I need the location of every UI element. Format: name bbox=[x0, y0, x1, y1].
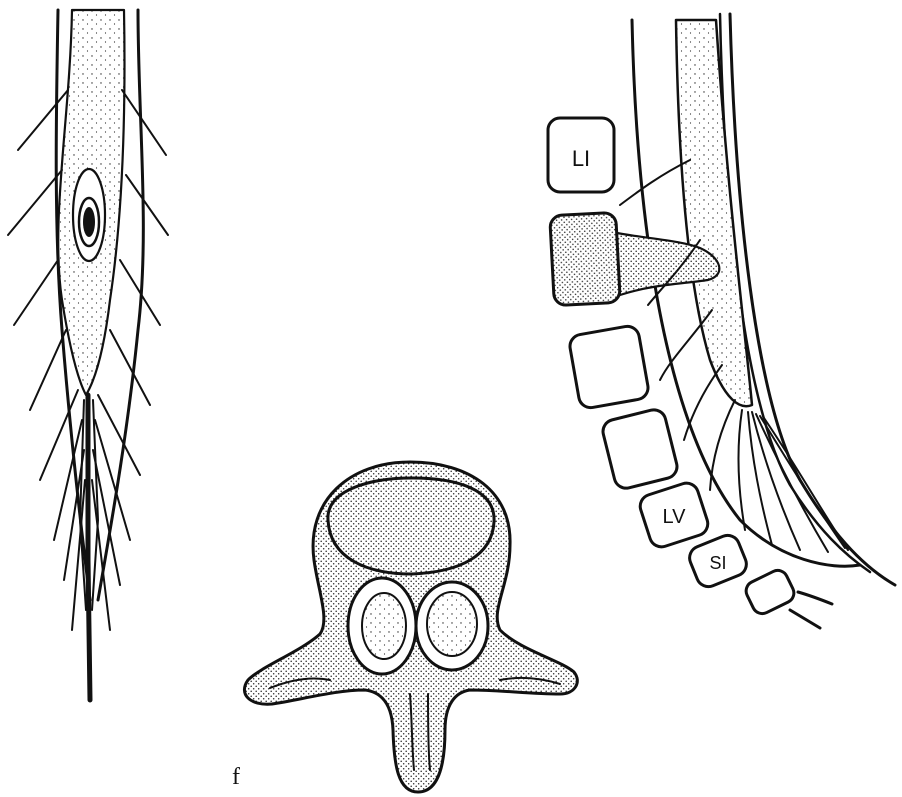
left-foramen-inner bbox=[362, 593, 406, 659]
panel-letter: f bbox=[232, 764, 240, 790]
canal-inner-wall bbox=[720, 14, 870, 572]
vertebra-l4 bbox=[600, 407, 679, 490]
lumbar-spine-sagittal-view bbox=[548, 14, 895, 628]
nerve-root bbox=[738, 410, 745, 530]
vertebral-body bbox=[328, 478, 494, 574]
nerve-root bbox=[18, 90, 68, 150]
nerve-root bbox=[14, 260, 58, 325]
canal-anterior-wall bbox=[632, 20, 860, 566]
label-l5: LV bbox=[663, 506, 687, 528]
label-s1: SI bbox=[709, 553, 726, 573]
central-cyst-core bbox=[83, 207, 95, 237]
nerve-root bbox=[30, 330, 66, 410]
nerve-root bbox=[98, 395, 140, 475]
nerve-root bbox=[764, 418, 848, 550]
nerve-root bbox=[126, 175, 168, 235]
vertebra-l2-stippled bbox=[550, 212, 621, 305]
right-foramen-inner bbox=[427, 592, 477, 656]
vertebra-axial-section bbox=[244, 462, 577, 792]
filum-terminale bbox=[88, 395, 90, 700]
spinal-cord-dorsal-view bbox=[8, 10, 168, 700]
vertebra-l3 bbox=[568, 324, 650, 409]
nerve-root bbox=[122, 90, 166, 155]
sacral-segment bbox=[790, 592, 832, 628]
label-l1: LI bbox=[572, 146, 590, 171]
nerve-root bbox=[8, 170, 62, 235]
nerve-root bbox=[620, 160, 690, 205]
nerve-root bbox=[752, 412, 800, 550]
